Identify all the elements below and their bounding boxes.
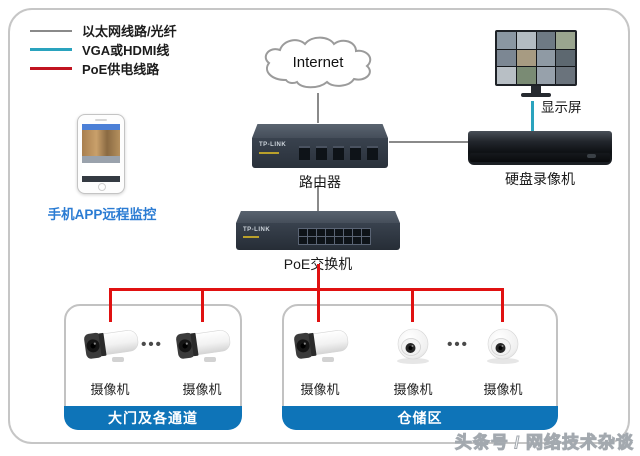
phone-speaker — [95, 119, 107, 121]
video-line-monitor-nvr — [531, 101, 534, 132]
legend-item-video: VGA或HDMI线 — [30, 40, 177, 59]
router-top-panel — [252, 124, 388, 138]
legend-label: PoE供电线路 — [82, 62, 160, 77]
video-line-swatch — [30, 48, 72, 51]
poe-switch-device: TP-LINK — [236, 211, 400, 252]
poe-line-swatch — [30, 67, 72, 70]
phone-camera-view — [82, 130, 120, 156]
legend-item-poe: PoE供电线路 — [30, 59, 177, 78]
poe-trunk-line — [109, 288, 504, 291]
router-brand-bar — [259, 152, 279, 154]
router-ports — [299, 146, 378, 160]
ethernet-line-swatch — [30, 29, 72, 32]
ethernet-line-router-switch — [317, 185, 319, 211]
monitor-device — [495, 30, 577, 97]
legend-label: 以太网线路/光纤 — [82, 24, 177, 39]
legend-item-ethernet: 以太网线路/光纤 — [30, 21, 177, 40]
surveillance-grid — [497, 32, 575, 84]
internet-cloud: Internet — [264, 36, 372, 89]
poe-drop-camera-3 — [317, 288, 320, 322]
phone-caption: 手机APP远程监控 — [47, 207, 157, 222]
smartphone — [77, 114, 125, 194]
camera-label-1: 摄像机 — [90, 382, 130, 397]
switch-brand: TP-LINK — [243, 227, 271, 233]
dome-camera-1 — [397, 328, 429, 364]
switch-ports — [298, 228, 371, 245]
poe-drop-camera-1 — [109, 288, 112, 322]
phone-app-header — [82, 124, 120, 130]
bullet-camera-3 — [294, 330, 349, 362]
camera-label-3: 摄像机 — [300, 382, 340, 397]
switch-brand-bar — [243, 236, 259, 238]
router-front-panel: TP-LINK — [252, 138, 388, 168]
router-brand: TP-LINK — [259, 142, 287, 148]
phone-nav-bar — [82, 176, 120, 182]
switch-front-panel: TP-LINK — [236, 223, 400, 250]
diagram-border — [8, 8, 630, 444]
poe-drop-camera-4 — [411, 288, 414, 322]
nvr-front-strip — [470, 153, 610, 162]
legend: 以太网线路/光纤 VGA或HDMI线 PoE供电线路 — [30, 21, 177, 78]
poe-drop-camera-5 — [501, 288, 504, 322]
router-device: TP-LINK — [252, 124, 388, 170]
phone-toolbar — [82, 156, 120, 163]
poe-line-switch-trunk — [317, 264, 320, 291]
bullet-camera-1 — [84, 330, 139, 362]
phone-screen — [82, 124, 120, 182]
monitor-screen — [495, 30, 577, 86]
watermark: 头条号 / 网络技术杂谈 — [454, 433, 634, 453]
camera-label-5: 摄像机 — [483, 382, 523, 397]
zone-warehouse: 仓储区 — [282, 304, 558, 430]
nvr-button — [587, 154, 596, 158]
monitor-label: 显示屏 — [541, 100, 582, 115]
poe-drop-camera-2 — [201, 288, 204, 322]
zone-gate-corridors: 大门及各通道 — [64, 304, 242, 430]
monitor-stand-base — [521, 93, 551, 97]
dome-camera-2 — [487, 328, 519, 364]
internet-label: Internet — [293, 54, 345, 71]
ethernet-line-cloud-router — [317, 93, 319, 123]
bullet-camera-2 — [176, 330, 231, 362]
nvr-device — [468, 131, 612, 165]
switch-top-panel — [236, 211, 400, 223]
zone-gate-banner: 大门及各通道 — [64, 406, 242, 430]
camera-ellipsis-right: ••• — [447, 336, 469, 353]
cloud-shape — [264, 36, 372, 89]
monitor-stand-neck — [531, 86, 541, 93]
camera-label-2: 摄像机 — [182, 382, 222, 397]
legend-label: VGA或HDMI线 — [82, 43, 170, 58]
zone-warehouse-banner: 仓储区 — [282, 406, 558, 430]
router-label: 路由器 — [299, 174, 341, 190]
camera-label-4: 摄像机 — [393, 382, 433, 397]
nvr-label: 硬盘录像机 — [505, 171, 575, 187]
camera-ellipsis-left: ••• — [141, 336, 163, 353]
phone-home-button — [98, 183, 106, 191]
ethernet-line-router-nvr — [389, 141, 468, 143]
